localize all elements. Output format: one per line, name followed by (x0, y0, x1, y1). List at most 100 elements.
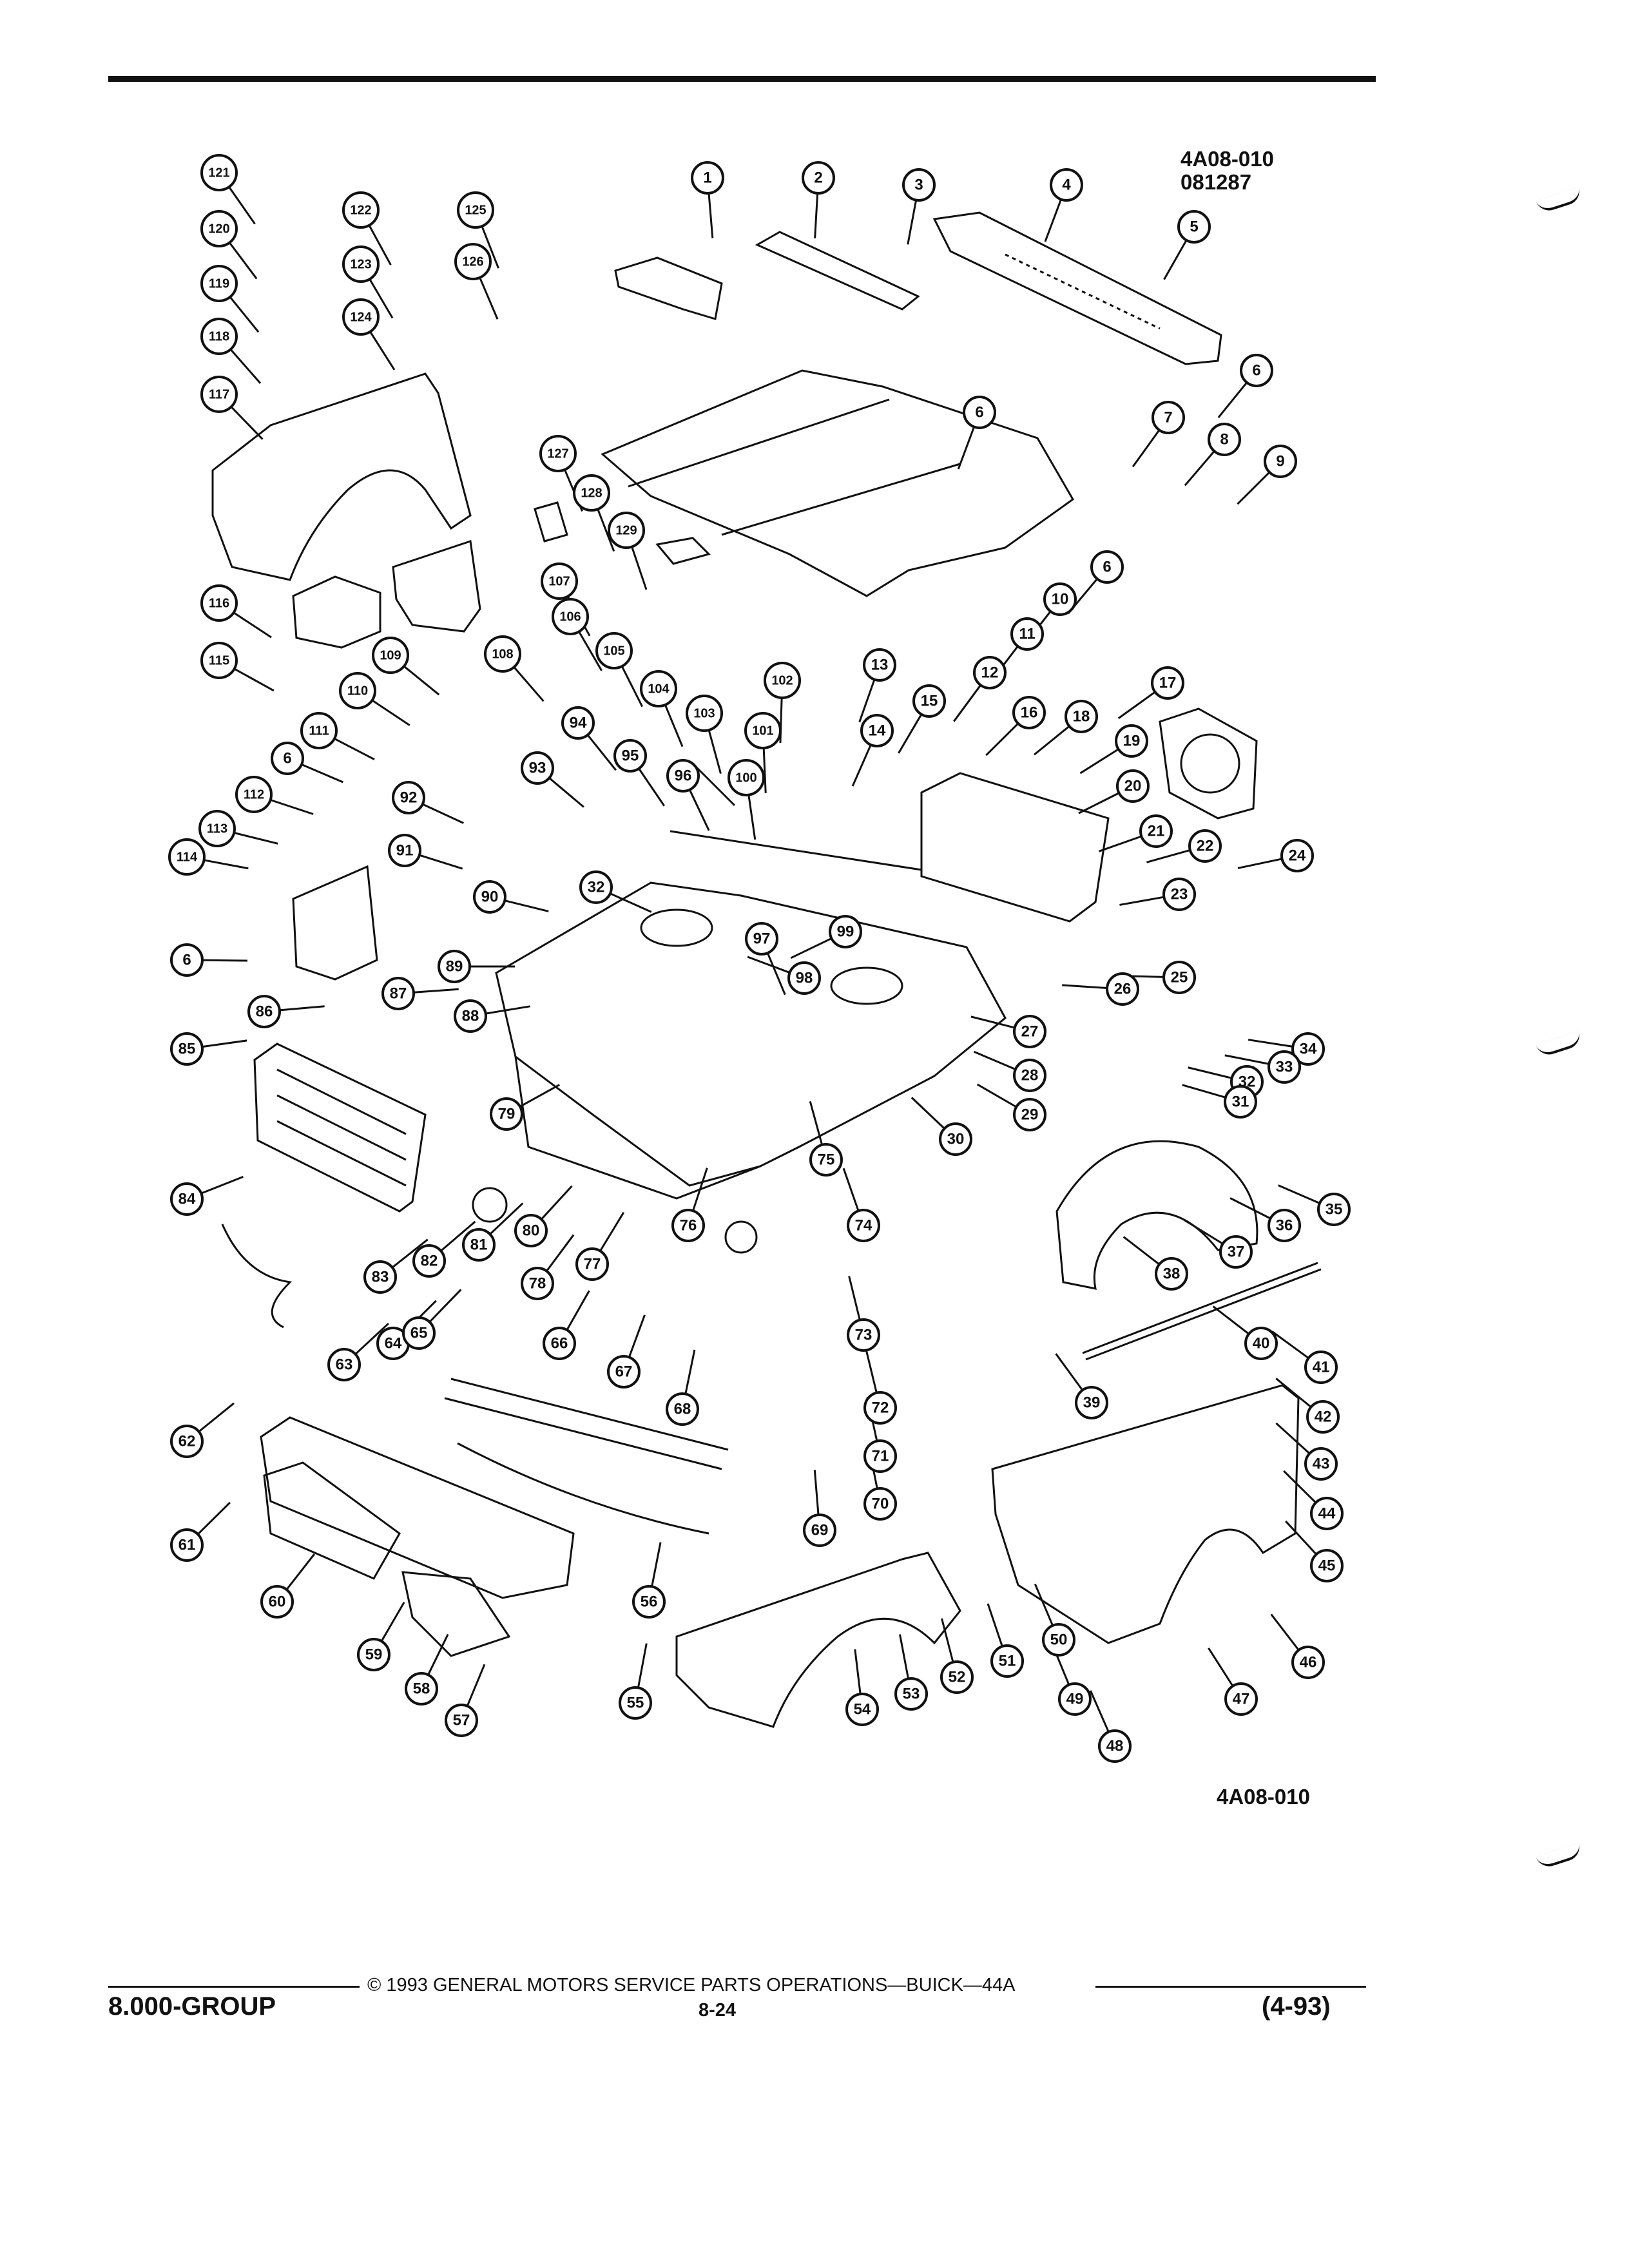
leader-line-58 (427, 1633, 449, 1676)
callout-57: 57 (445, 1704, 478, 1737)
leader-line-54 (854, 1649, 862, 1695)
leader-line-6 (202, 959, 248, 962)
callout-11: 11 (1010, 617, 1044, 651)
callout-33: 33 (1268, 1050, 1301, 1084)
callout-64: 64 (376, 1327, 410, 1360)
leader-line-86 (279, 1005, 325, 1012)
callout-49: 49 (1058, 1682, 1092, 1716)
callout-65: 65 (402, 1316, 436, 1350)
leader-line-62 (198, 1402, 235, 1433)
callout-circle (860, 714, 894, 747)
callout-circle (200, 318, 238, 355)
callout-91: 91 (388, 834, 421, 867)
cooling-fan (1180, 733, 1240, 794)
callout-number: 19 (1123, 732, 1141, 749)
horn (724, 1220, 758, 1254)
callout-circle (595, 632, 633, 669)
callout-circle (300, 712, 338, 749)
leader-line-41 (1271, 1331, 1309, 1360)
callout-98: 98 (787, 961, 821, 995)
callout-number: 45 (1318, 1557, 1336, 1574)
callout-16: 16 (1012, 696, 1046, 729)
callout-circle (809, 1143, 843, 1177)
callout-120: 120 (200, 210, 238, 247)
callout-126: 126 (454, 243, 492, 280)
hood-prop (670, 765, 922, 871)
callout-10: 10 (1043, 582, 1077, 616)
callout-circle (1219, 1235, 1253, 1269)
callout-circle (372, 637, 409, 674)
header-rule (108, 76, 1376, 82)
callout-circle (1306, 1400, 1340, 1434)
callout-circle (363, 1260, 397, 1294)
callout-50: 50 (1042, 1623, 1075, 1657)
callout-number: 26 (1114, 980, 1132, 997)
callout-circle (170, 943, 204, 977)
callout-circle (462, 1228, 496, 1262)
leader-line-74 (842, 1168, 860, 1211)
callout-number: 99 (837, 923, 854, 940)
leader-lines (197, 186, 1320, 1733)
hood-bracket (614, 256, 723, 320)
callout-number: 3 (914, 176, 923, 193)
callout-circle (1058, 1682, 1092, 1716)
leader-line-32 (1188, 1066, 1233, 1079)
leader-line-56 (651, 1542, 662, 1587)
callout-number: 76 (680, 1216, 697, 1234)
callout-number: 127 (547, 447, 568, 461)
wiring-harness (221, 1224, 293, 1329)
callout-number: 117 (209, 387, 229, 401)
callout-circle (521, 1267, 554, 1300)
drawing-date: 081287 (1181, 170, 1252, 194)
callout-9: 9 (1264, 445, 1297, 478)
callout-number: 29 (1021, 1106, 1039, 1123)
revision-label: (4-93) (1262, 1992, 1331, 2021)
callout-32: 32 (579, 870, 613, 904)
leader-line-7 (1132, 429, 1161, 468)
group-label: 8.000-GROUP (108, 1992, 276, 2021)
leader-line-29 (976, 1083, 1017, 1108)
callout-21: 21 (1139, 814, 1173, 848)
leader-line-65 (429, 1289, 462, 1323)
callout-45: 45 (1310, 1549, 1344, 1582)
leader-line-60 (285, 1553, 316, 1591)
leader-line-90 (504, 899, 549, 912)
callout-number: 10 (1052, 590, 1069, 608)
leader-line-43 (1275, 1422, 1311, 1454)
leader-line-106 (578, 631, 602, 671)
callout-circle (200, 210, 238, 247)
leader-line-118 (229, 349, 262, 384)
callout-44: 44 (1310, 1497, 1344, 1530)
callout-circle (1162, 878, 1196, 911)
callout-circle (575, 1247, 609, 1281)
leader-line-23 (1119, 896, 1164, 906)
leader-line-110 (371, 699, 410, 726)
callout-number: 121 (208, 166, 229, 180)
callout-circle (457, 191, 494, 229)
front-fascia (260, 1416, 575, 1599)
callout-109: 109 (372, 637, 409, 674)
callout-circle (787, 961, 821, 995)
callout-39: 39 (1075, 1386, 1108, 1419)
callout-129: 129 (608, 512, 645, 549)
leader-line-20 (1078, 792, 1120, 814)
callout-128: 128 (573, 474, 610, 512)
leader-line-39 (1055, 1353, 1084, 1391)
leader-line-112 (270, 799, 314, 815)
callout-number: 20 (1124, 777, 1142, 794)
fender-liner (1055, 1140, 1258, 1290)
leader-line-72 (865, 1349, 878, 1394)
callout-number: 49 (1066, 1690, 1084, 1707)
callout-circle (579, 870, 613, 904)
callout-83: 83 (363, 1260, 397, 1294)
callout-100: 100 (728, 759, 765, 796)
callout-circle (863, 1487, 897, 1521)
callout-circle (1115, 724, 1148, 758)
callout-60: 60 (260, 1585, 294, 1619)
leader-line-6 (301, 764, 343, 783)
callout-number: 70 (872, 1495, 889, 1512)
callout-111: 111 (300, 712, 338, 749)
callout-24: 24 (1280, 839, 1314, 872)
callout-29: 29 (1013, 1098, 1046, 1131)
